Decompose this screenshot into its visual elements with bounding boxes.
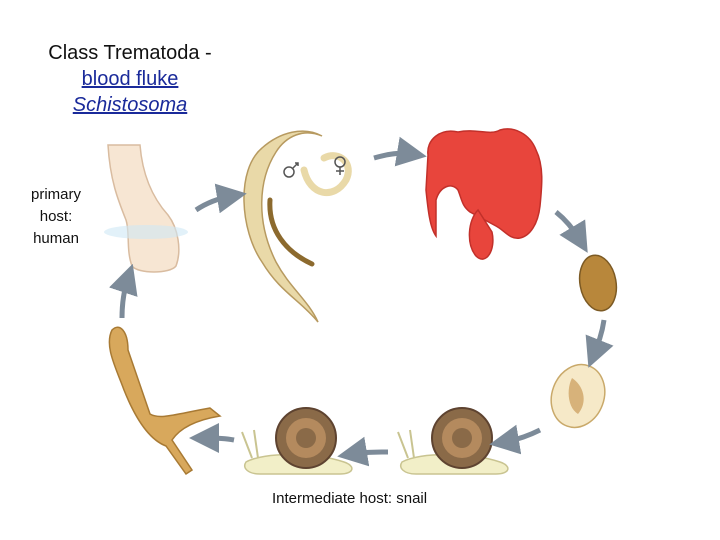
miracidium-egg-icon <box>550 363 606 429</box>
cycle-arrow <box>554 210 588 253</box>
cercaria-icon <box>108 326 222 476</box>
intestine-icon <box>425 128 543 260</box>
cycle-arrow <box>373 136 427 167</box>
title-blood-fluke-link[interactable]: blood fluke <box>81 68 179 90</box>
cycle-arrow <box>189 423 235 454</box>
snail-icon <box>241 407 353 475</box>
primary-host-line-1: primary <box>30 186 81 203</box>
male-symbol-icon <box>283 162 299 178</box>
cycle-arrow <box>489 424 542 455</box>
primary-host-label: primary host: human <box>18 184 94 250</box>
cycle-arrow <box>194 183 247 214</box>
foot-icon <box>104 144 188 273</box>
intermediate-host-label: Intermediate host: snail <box>272 490 428 507</box>
primary-host-line-2: host: <box>39 208 73 225</box>
title-block: Class Trematoda - blood fluke Schistosom… <box>20 40 240 118</box>
cycle-arrow <box>109 263 138 319</box>
adult-worms-icon <box>243 130 352 323</box>
primary-host-line-3: human <box>33 230 79 247</box>
snail-icon <box>397 407 509 475</box>
cycle-arrow <box>337 436 389 467</box>
egg-icon <box>578 254 618 312</box>
title-class: Class Trematoda - <box>48 42 212 64</box>
title-schistosoma-link[interactable]: Schistosoma <box>72 94 188 116</box>
cycle-arrow <box>585 319 614 368</box>
female-symbol-icon <box>334 156 346 175</box>
